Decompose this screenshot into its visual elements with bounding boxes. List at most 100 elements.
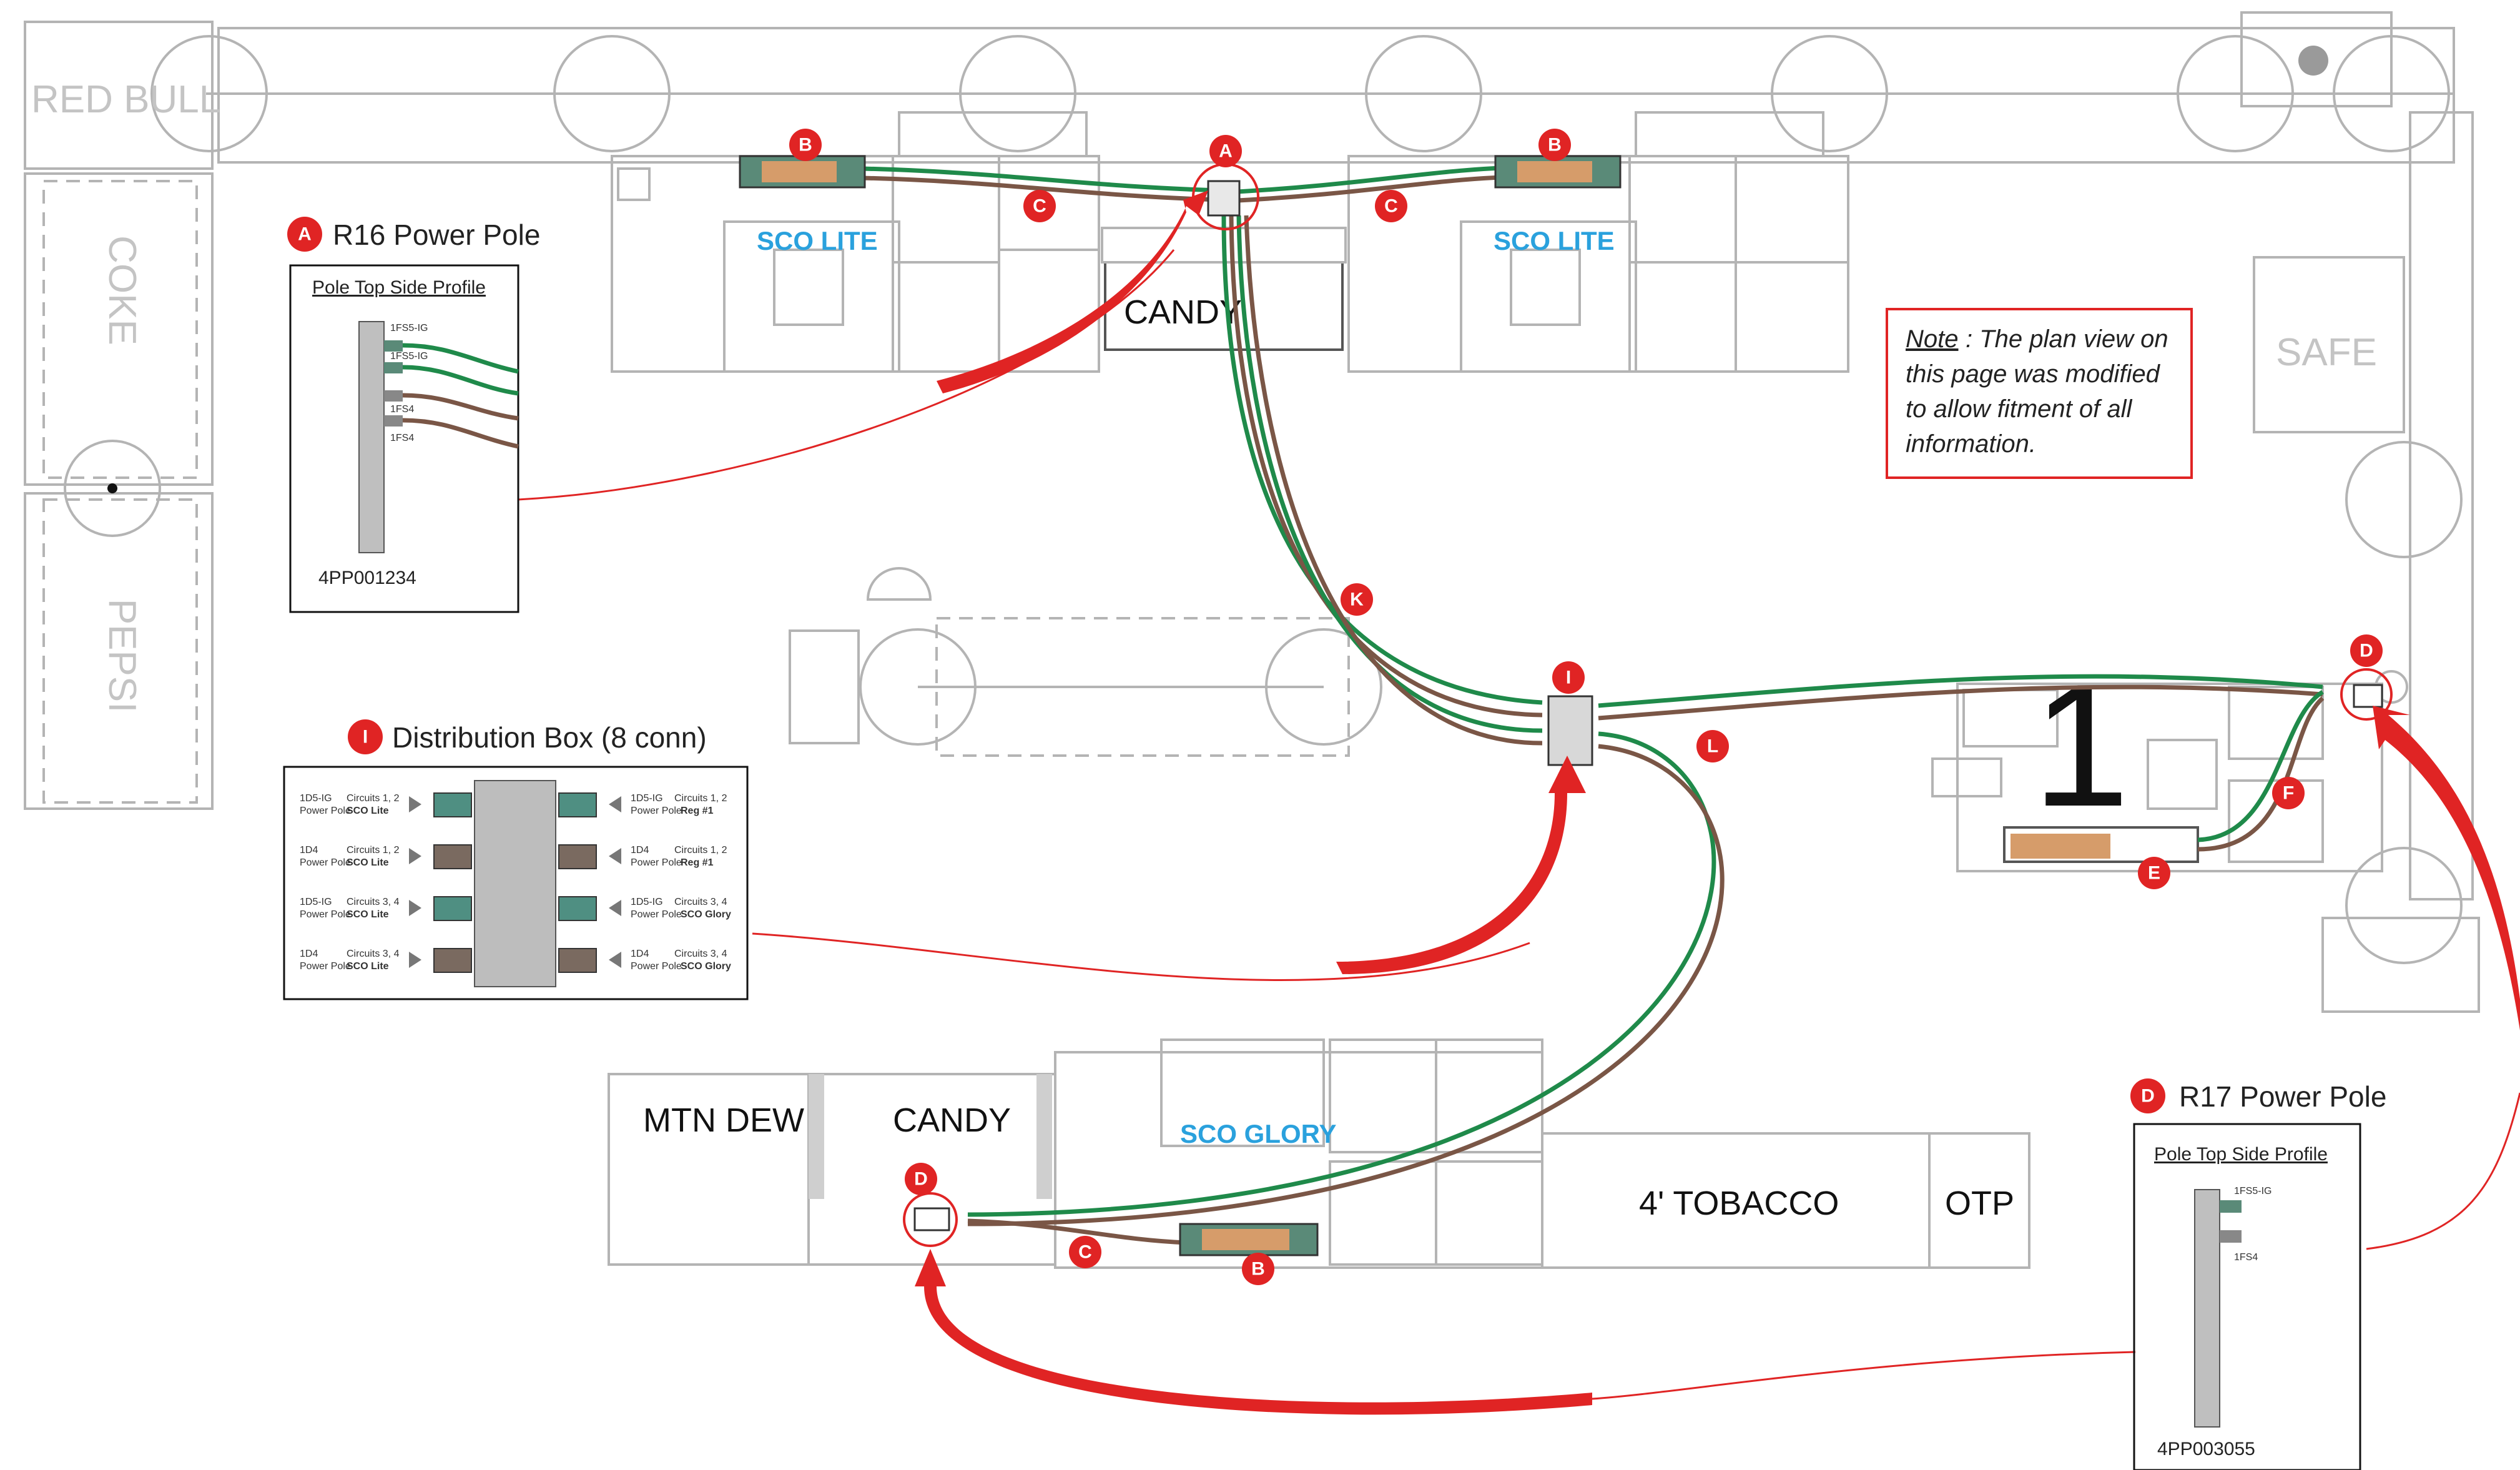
svg-text:L: L	[1707, 736, 1718, 757]
dist-box-right-row: 1D5-IG Circuits 3, 4 Power Pole SCO Glor…	[558, 896, 731, 921]
r17-subtitle: Pole Top Side Profile	[2154, 1144, 2328, 1165]
svg-text:1D5-IG: 1D5-IG	[631, 897, 663, 907]
svg-text:Power Pole: Power Pole	[300, 806, 351, 816]
svg-text:Circuits 3, 4: Circuits 3, 4	[347, 897, 400, 907]
svg-text:Circuits 3, 4: Circuits 3, 4	[674, 897, 727, 907]
r17-part-number: 4PP003055	[2157, 1439, 2255, 1459]
candy-bottom-label: CANDY	[893, 1102, 1011, 1139]
pepsi-label: PEPSI	[101, 599, 144, 713]
svg-text:1D4: 1D4	[631, 845, 649, 856]
connector-modules	[739, 155, 2393, 1256]
callout-K: K	[1341, 583, 1373, 616]
svg-text:Power Pole: Power Pole	[631, 857, 682, 868]
svg-text:A: A	[1219, 141, 1233, 162]
svg-text:B: B	[1548, 135, 1562, 155]
r17-badge: D	[2141, 1086, 2155, 1107]
svg-text:C: C	[1033, 196, 1046, 217]
callout-B-left: B	[789, 129, 822, 161]
svg-text:Power Pole: Power Pole	[300, 857, 351, 868]
svg-text:Reg #1: Reg #1	[681, 806, 714, 816]
svg-text:K: K	[1350, 589, 1364, 610]
dist-box-badge: I	[363, 727, 368, 747]
svg-text:Power Pole: Power Pole	[631, 961, 682, 972]
svg-text:Power Pole: Power Pole	[300, 961, 351, 972]
r17-conn-1: 1FS5-IG	[2234, 1186, 2271, 1196]
svg-text:B: B	[799, 135, 812, 155]
dist-box-left-row: 1D5-IG Circuits 1, 2 Power Pole SCO Lite	[300, 792, 472, 817]
svg-text:Power Pole: Power Pole	[300, 909, 351, 920]
dist-box-right-row: 1D4 Circuits 3, 4 Power Pole SCO Glory	[558, 948, 731, 973]
note-line-2: this page was modified	[1906, 360, 2161, 388]
svg-text:C: C	[1078, 1242, 1092, 1263]
callout-L: L	[1696, 730, 1729, 762]
red-bull-label: RED BULL	[31, 78, 220, 121]
power-cables	[861, 165, 2325, 1245]
svg-text:Circuits 1, 2: Circuits 1, 2	[674, 845, 727, 856]
r16-part-number: 4PP001234	[318, 568, 416, 588]
note-box: Note : The plan view on this page was mo…	[1886, 308, 2193, 479]
svg-text:Circuits 1, 2: Circuits 1, 2	[347, 845, 400, 856]
coke-label: COKE	[101, 235, 144, 345]
r17-title: R17 Power Pole	[2179, 1080, 2386, 1113]
otp-label: OTP	[1945, 1185, 2014, 1222]
callout-badges: A B B B C C C D D E F I K L	[789, 129, 2383, 1285]
svg-text:1D5-IG: 1D5-IG	[631, 793, 663, 804]
dist-box-left-row: 1D4 Circuits 1, 2 Power Pole SCO Lite	[300, 844, 472, 869]
svg-text:1D4: 1D4	[300, 949, 318, 959]
sco-lite-left-label: SCO LITE	[757, 226, 878, 255]
dist-box-left-row: 1D5-IG Circuits 3, 4 Power Pole SCO Lite	[300, 896, 472, 921]
note-line-1: : The plan view on	[1966, 325, 2168, 353]
note-line-4: information.	[1906, 430, 2036, 458]
r16-conn-1: 1FS5-IG	[390, 323, 428, 333]
callout-D-right: D	[2350, 634, 2383, 667]
svg-text:SCO Lite: SCO Lite	[347, 857, 389, 868]
svg-text:D: D	[914, 1169, 928, 1190]
note-label: Note	[1906, 325, 1959, 353]
callout-C-right: C	[1375, 190, 1407, 222]
distribution-box-panel: I Distribution Box (8 conn) 1D5-IG Circu…	[283, 719, 749, 1000]
svg-text:Power Pole: Power Pole	[631, 806, 682, 816]
svg-text:SCO Glory: SCO Glory	[681, 909, 731, 920]
svg-text:SCO Lite: SCO Lite	[347, 909, 389, 920]
svg-text:SCO Glory: SCO Glory	[681, 961, 731, 972]
svg-text:D: D	[2360, 641, 2373, 661]
callout-E: E	[2138, 857, 2170, 889]
fixture-labels: RED BULL COKE PEPSI SAFE SCO LITE SCO LI…	[31, 78, 2377, 1222]
callout-B-right: B	[1538, 129, 1571, 161]
dist-box-left-rows: 1D5-IG Circuits 1, 2 Power Pole SCO Lite…	[300, 792, 472, 973]
r16-title: R16 Power Pole	[333, 219, 540, 251]
svg-text:Power Pole: Power Pole	[631, 909, 682, 920]
svg-text:Reg #1: Reg #1	[681, 857, 714, 868]
svg-text:Circuits 1, 2: Circuits 1, 2	[674, 793, 727, 804]
callout-C-left: C	[1023, 190, 1056, 222]
r16-conn-3: 1FS4	[390, 404, 414, 415]
sco-lite-right-label: SCO LITE	[1494, 226, 1615, 255]
callout-D-bottom: D	[905, 1163, 937, 1195]
dist-box-left-row: 1D4 Circuits 3, 4 Power Pole SCO Lite	[300, 948, 472, 973]
svg-text:1D4: 1D4	[631, 949, 649, 959]
candy-top-label: CANDY	[1124, 294, 1242, 331]
note-line-3: to allow fitment of all	[1906, 395, 2132, 423]
sco-glory-label: SCO GLORY	[1180, 1119, 1336, 1148]
r17-conn-2: 1FS4	[2234, 1252, 2258, 1263]
svg-text:Circuits 3, 4: Circuits 3, 4	[347, 949, 400, 959]
callout-F: F	[2272, 777, 2305, 809]
r16-conn-4: 1FS4	[390, 433, 414, 443]
svg-text:C: C	[1384, 196, 1398, 217]
svg-text:1D4: 1D4	[300, 845, 318, 856]
svg-text:SCO Lite: SCO Lite	[347, 961, 389, 972]
dist-box-right-row: 1D5-IG Circuits 1, 2 Power Pole Reg #1	[558, 792, 727, 817]
svg-text:F: F	[2283, 783, 2294, 804]
svg-text:1D5-IG: 1D5-IG	[300, 897, 332, 907]
svg-text:E: E	[2148, 863, 2160, 884]
r17-power-pole-panel: D R17 Power Pole Pole Top Side Profile 1…	[2130, 1078, 2386, 1470]
svg-text:SCO Lite: SCO Lite	[347, 806, 389, 816]
callout-C-bottom: C	[1069, 1236, 1101, 1268]
leader-arrows	[518, 190, 2520, 1415]
callout-I: I	[1552, 661, 1585, 694]
mtn-dew-label: MTN DEW	[643, 1102, 804, 1139]
register-number: 1	[2032, 648, 2130, 843]
r16-subtitle: Pole Top Side Profile	[312, 277, 486, 298]
dist-box-title: Distribution Box (8 conn)	[392, 721, 707, 754]
